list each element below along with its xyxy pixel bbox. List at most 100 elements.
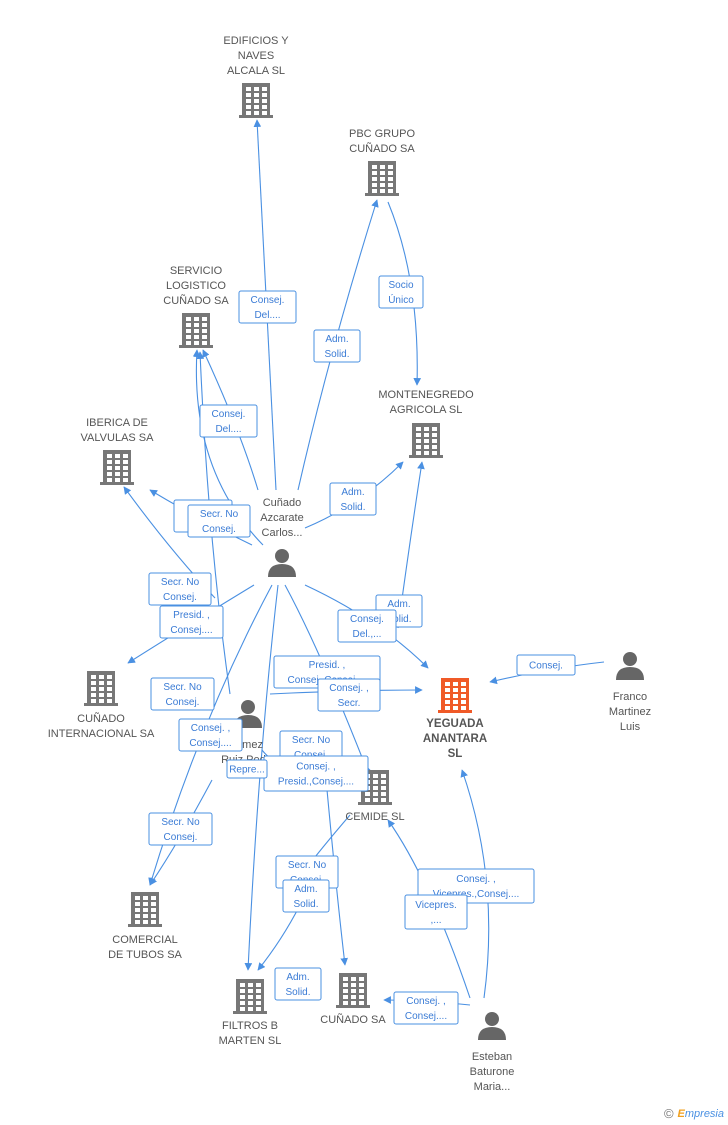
relation-label-text: Vicepres.,Consej.... bbox=[433, 889, 520, 900]
relation-label-text: Adm. bbox=[325, 334, 348, 345]
node-esteban[interactable]: EstebanBaturoneMaria... bbox=[470, 1012, 515, 1093]
relation-label-text: Consej. , bbox=[329, 683, 368, 694]
relation-label[interactable]: Consej. ,Consej.... bbox=[393, 991, 459, 1025]
building-icon bbox=[233, 979, 267, 1014]
relation-label-text: Secr. No bbox=[292, 735, 331, 746]
relation-label-text: Consej. , bbox=[456, 874, 495, 885]
person-icon bbox=[268, 549, 296, 577]
node-label: AGRICOLA SL bbox=[390, 404, 463, 416]
copyright-notice: © Empresia bbox=[664, 1106, 724, 1121]
relation-label[interactable]: Adm.Solid. bbox=[329, 482, 377, 516]
relation-label[interactable]: Consej. , Consej.... bbox=[178, 718, 243, 752]
relation-label-text: Socio bbox=[388, 280, 413, 291]
copyright-symbol: © bbox=[663, 1106, 674, 1121]
relation-label[interactable]: Secr. No Consej. bbox=[187, 504, 251, 538]
relation-label-text: Único bbox=[388, 293, 414, 306]
node-montenegredo[interactable]: MONTENEGREDO AGRICOLA SL bbox=[378, 389, 474, 458]
relation-label-text: Solid. bbox=[324, 349, 349, 360]
node-label: CUÑADO SA bbox=[349, 142, 415, 155]
relation-label[interactable]: Repre... bbox=[226, 759, 268, 779]
building-icon bbox=[84, 671, 118, 706]
relation-label[interactable]: Consej. , Presid.,Consej.... bbox=[263, 755, 369, 792]
node-label: ALCALA SL bbox=[227, 65, 285, 77]
relation-label-text: Solid. bbox=[293, 899, 318, 910]
node-label: SERVICIO bbox=[170, 265, 223, 277]
relation-label-text: Consej.... bbox=[170, 625, 212, 636]
node-label: MONTENEGREDO bbox=[378, 389, 474, 401]
relation-label[interactable]: Adm.Solid. bbox=[274, 967, 322, 1001]
node-cunado_carlos[interactable]: CuñadoAzcarateCarlos... bbox=[260, 497, 304, 577]
relation-label[interactable]: Consej.Del.,... bbox=[337, 609, 397, 643]
relation-label-text: Del.... bbox=[254, 310, 280, 321]
relation-label-text: Repre... bbox=[229, 765, 265, 776]
node-pbc[interactable]: PBC GRUPO CUÑADO SA bbox=[349, 128, 415, 196]
relation-label[interactable]: Adm. Solid. bbox=[282, 879, 330, 913]
relation-label-text: Consej. , bbox=[191, 723, 230, 734]
building-icon bbox=[365, 161, 399, 196]
relation-label[interactable]: Vicepres.,... bbox=[404, 894, 468, 930]
building-icon bbox=[409, 423, 443, 458]
relation-label[interactable]: Consej. Del.... bbox=[238, 290, 297, 324]
relation-label-text: Adm. bbox=[387, 599, 410, 610]
relation-label[interactable]: Consej. bbox=[516, 654, 576, 676]
node-label: CUÑADO SA bbox=[320, 1013, 386, 1026]
relation-label[interactable]: Consej. Del.... bbox=[199, 404, 258, 438]
relation-label-text: Secr. No bbox=[161, 817, 200, 828]
node-label: COMERCIAL bbox=[112, 934, 177, 946]
relation-label-text: Adm. bbox=[294, 884, 317, 895]
relation-label-text: Secr. bbox=[338, 698, 361, 709]
node-label: YEGUADA bbox=[426, 718, 484, 730]
person-icon bbox=[234, 700, 262, 728]
relation-label-text: Consej. bbox=[163, 592, 197, 603]
building-icon bbox=[100, 450, 134, 485]
relation-label[interactable]: Secr. No Consej. bbox=[148, 572, 212, 606]
relation-label-text: Consej. bbox=[166, 697, 200, 708]
node-label: SL bbox=[448, 748, 463, 760]
node-cunado_sa[interactable]: CUÑADO SA bbox=[320, 973, 386, 1026]
node-label: Luis bbox=[620, 721, 641, 733]
relation-label[interactable]: Secr. No Consej. bbox=[150, 677, 215, 711]
relation-label-text: Secr. No bbox=[200, 509, 239, 520]
building-icon bbox=[438, 678, 472, 713]
relation-label-text: Consej.... bbox=[405, 1011, 447, 1022]
relation-label-text: Consej. bbox=[202, 524, 236, 535]
node-label: Maria... bbox=[474, 1081, 511, 1093]
relation-label-text: ,... bbox=[430, 915, 441, 926]
node-label: ANANTARA bbox=[423, 733, 487, 745]
empresia-logo: Empresia bbox=[677, 1107, 724, 1120]
node-comercial[interactable]: COMERCIAL DE TUBOS SA bbox=[108, 892, 183, 961]
relation-label-text: Del.... bbox=[215, 424, 241, 435]
relation-label[interactable]: Adm. Solid. bbox=[313, 329, 361, 363]
relation-label-text: Secr. No bbox=[163, 682, 202, 693]
relation-label-text: Consej.... bbox=[189, 738, 231, 749]
node-label: PBC GRUPO bbox=[349, 128, 415, 140]
relation-label-text: Adm. bbox=[341, 487, 364, 498]
node-label: Esteban bbox=[472, 1051, 512, 1063]
relation-label-text: Consej. bbox=[251, 295, 285, 306]
node-label: NAVES bbox=[238, 50, 274, 62]
relation-label-text: Secr. No bbox=[161, 577, 200, 588]
node-label: INTERNACIONAL SA bbox=[48, 728, 155, 740]
building-icon bbox=[239, 83, 273, 118]
relation-label-text: Consej. bbox=[212, 409, 246, 420]
node-label: Franco bbox=[613, 691, 647, 703]
relation-label-text: Consej. , bbox=[296, 762, 335, 773]
node-yeguada[interactable]: YEGUADA ANANTARA SL bbox=[423, 678, 487, 760]
relation-label-text: Presid.,Consej.... bbox=[278, 777, 354, 788]
node-label: Carlos... bbox=[262, 527, 303, 539]
node-label: DE TUBOS SA bbox=[108, 949, 182, 961]
relation-label[interactable]: Presid. ,Consej.... bbox=[159, 605, 224, 639]
relation-label-text: Vicepres. bbox=[415, 900, 457, 911]
node-label: Cuñado bbox=[263, 497, 302, 509]
relation-edge bbox=[257, 904, 301, 971]
relation-label[interactable]: Consej. , Secr. bbox=[317, 678, 381, 712]
